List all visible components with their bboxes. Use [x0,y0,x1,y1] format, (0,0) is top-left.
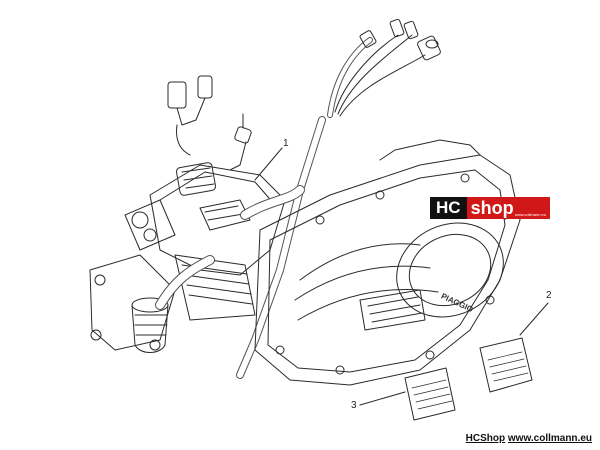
oil-filter [131,297,169,353]
callout-leader-3 [359,391,406,406]
cylinder-head [124,162,286,276]
footer-credit: HCShop www.collmann.eu [466,433,592,444]
decal-sheet-3 [404,367,456,421]
hc-shop-watermark: HC shop www.collmann.eu [430,197,550,219]
shop-logo-word: shop [470,197,514,218]
transmission-cover [254,139,521,386]
intake-pipe [155,185,305,310]
footer-url[interactable]: www.collmann.eu [507,433,592,444]
ecu-connector [167,75,252,171]
shop-logo-url: www.collmann.eu [514,212,546,217]
shop-logo-text: shop www.collmann.eu [466,197,550,219]
callout-leader-2 [519,302,549,336]
engine-brand-text: PIAGGIO [440,292,475,315]
cylinder-fins [89,254,256,351]
hc-logo-text: HC [430,197,467,219]
decal-sheet-2 [479,337,533,393]
callout-label-1: 1 [283,138,289,149]
harness-connector [359,18,441,61]
callout-leader-1 [254,147,283,181]
callout-label-2: 2 [546,290,552,301]
callout-label-3: 3 [351,400,357,411]
footer-shop: HCShop [465,433,506,444]
